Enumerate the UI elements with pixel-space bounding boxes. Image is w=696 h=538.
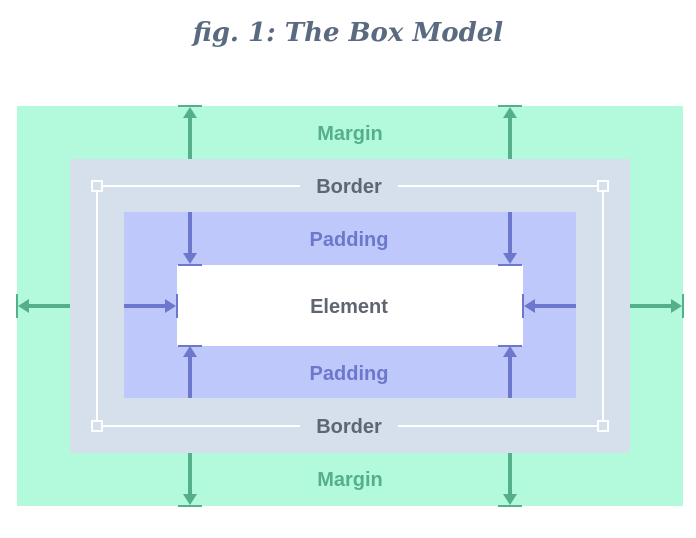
- element-label: Element: [310, 296, 388, 318]
- margin-arrow-bottom-right: [498, 453, 522, 507]
- padding-label-bottom: Padding: [310, 363, 389, 385]
- margin-arrow-bottom-left: [178, 453, 202, 507]
- margin-label-bottom: Margin: [317, 469, 383, 491]
- border-label-bottom: Border: [316, 416, 382, 438]
- margin-label-top: Margin: [317, 123, 383, 145]
- border-outline: [96, 185, 604, 427]
- margin-arrow-top-right: [498, 105, 522, 159]
- margin-arrow-right: [630, 294, 684, 318]
- margin-arrow-top-left: [178, 105, 202, 159]
- padding-arrow-top-right: [498, 212, 522, 266]
- padding-arrow-left: [124, 294, 178, 318]
- element-area: [177, 265, 523, 346]
- corner-handle-bottom-left: [91, 420, 103, 432]
- margin-arrows: [16, 105, 684, 507]
- padding-label-top: Padding: [310, 229, 389, 251]
- margin-arrow-left: [16, 294, 70, 318]
- padding-arrow-right: [522, 294, 576, 318]
- padding-arrows: [124, 212, 576, 398]
- corner-handle-bottom-right: [597, 420, 609, 432]
- padding-arrow-bottom-left: [178, 345, 202, 398]
- border-label-top: Border: [316, 176, 382, 198]
- figure-caption: fig. 1: The Box Model: [192, 18, 504, 48]
- padding-arrow-bottom-right: [498, 345, 522, 398]
- corner-handle-top-right: [597, 180, 609, 192]
- border-corner-handles: [91, 180, 609, 432]
- corner-handle-top-left: [91, 180, 103, 192]
- padding-arrow-top-left: [178, 212, 202, 266]
